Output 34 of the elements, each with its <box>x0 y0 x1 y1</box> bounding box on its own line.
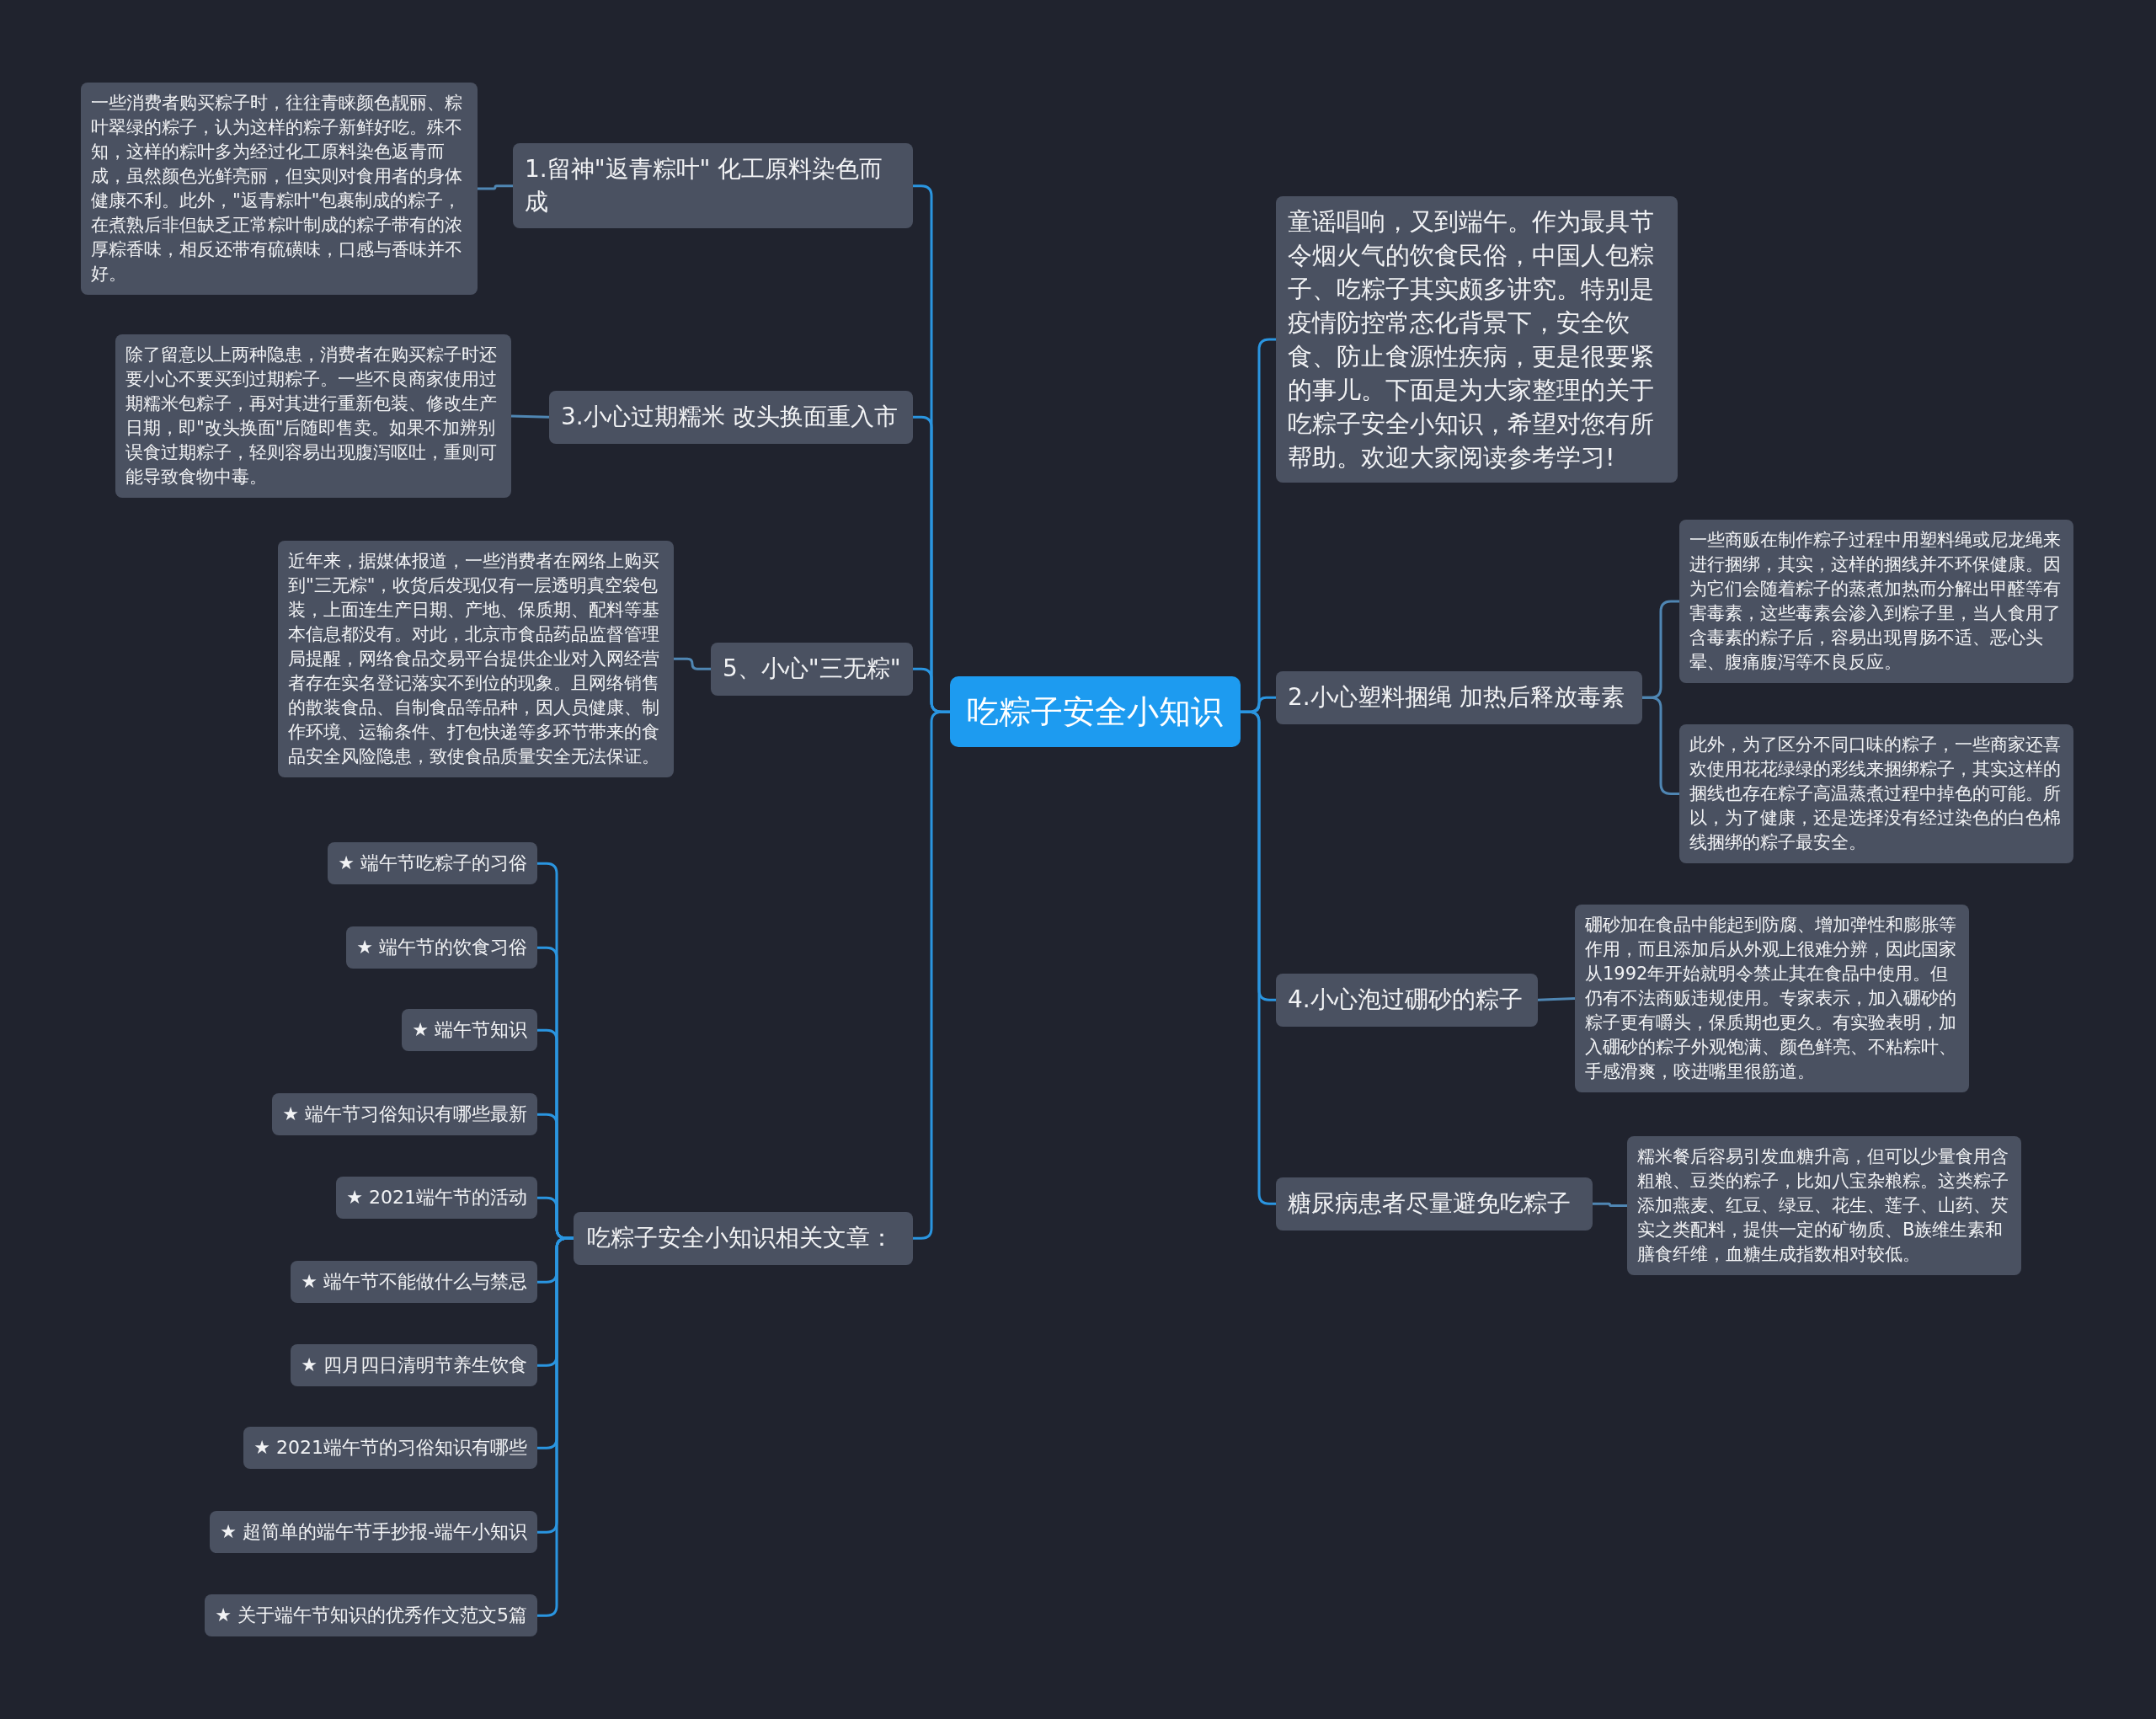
note-box: 近年来，据媒体报道，一些消费者在网络上购买到"三无粽"，收货后发现仅有一层透明真空袋包装，上面连生产日期、产地、保质期、配料等基本信息都没有。对此，北京市食品药品监督管理局提醒，网络食品交易平台提供企业对入网经营者存在实名登记落实不到位的现象。且网络销售的散装食品、自制食品等品种，因人员健康、制作环境、运输条件、打包快递等多环节带来的食品安全风险隐患，致使食品质量安全无法保证。 <box>278 541 674 777</box>
connector-line <box>1593 1202 1627 1207</box>
connector-line <box>510 414 550 419</box>
note-box: 糯米餐后容易引发血糖升高，但可以少量食用含粗粮、豆类的粽子，比如八宝杂粮粽。这类粽子添加燕麦、红豆、绿豆、花生、莲子、山药、芡实之类配料，提供一定的矿物质、B族维生素和膳食纤维，血糖生成指数相对较低。 <box>1627 1136 2021 1275</box>
connector-line <box>478 184 513 190</box>
article-link-box: ★ 端午节的饮食习俗 <box>346 926 537 969</box>
topic-box: 糖尿病患者尽量避免吃粽子 <box>1276 1177 1593 1231</box>
article-link-box: ★ 端午节习俗知识有哪些最新 <box>272 1093 537 1136</box>
connector-line <box>913 710 950 1240</box>
article-link-box: ★ 2021端午节的活动 <box>336 1177 537 1220</box>
note-box: 硼砂加在食品中能起到防腐、增加弹性和膨胀等作用，而且添加后从外观上很难分辨，因此国家从1992年开始就明令禁止其在食品中使用。但仍有不法商贩违规使用。专家表示，加入硼砂的粽子更有嚼头，保质期也更久。有实验表明，加入硼砂的粽子外观饱满、颜色鲜亮、不粘粽叶、手感滑爽，咬进嘴里很筋道。 <box>1575 905 1969 1092</box>
connector-line <box>537 1236 574 1617</box>
article-link-box: ★ 关于端午节知识的优秀作文范文5篇 <box>205 1594 537 1637</box>
connector-line <box>1642 696 1679 795</box>
article-link-box: ★ 2021端午节的习俗知识有哪些 <box>243 1427 537 1470</box>
article-link-box: ★ 端午节知识 <box>402 1009 537 1052</box>
note-box: 除了留意以上两种隐患，消费者在购买粽子时还要小心不要买到过期粽子。一些不良商家使用过期糯米包粽子，再对其进行重新包装、修改生产日期，即"改头换面"后随即售卖。如果不加辨别误食过期粽子，轻则容易出现腹泻呕吐，重则可能导致食物中毒。 <box>115 334 511 498</box>
article-link-box: ★ 超简单的端午节手抄报-端午小知识 <box>210 1511 537 1554</box>
article-link-box: ★ 端午节吃粽子的习俗 <box>328 842 537 885</box>
topic-box: 5、小心"三无粽" <box>711 643 913 696</box>
topic-box: 1.留神"返青粽叶" 化工原料染色而成 <box>513 143 913 229</box>
topic-box: 2.小心塑料捆绳 加热后释放毒素 <box>1276 671 1642 724</box>
note-box: 一些消费者购买粽子时，往往青睐颜色靓丽、粽叶翠绿的粽子，认为这样的粽子新鲜好吃。殊不知，这样的粽叶多为经过化工原料染色返青而成，虽然颜色光鲜亮丽，但实则对食用者的身体健康不利。此外，"返青粽叶"包裹制成的粽子，在煮熟后非但缺乏正常粽叶制成的粽子带有的浓厚粽香味，相反还带有硫磺味，口感与香味并不好。 <box>81 83 478 295</box>
connector-line <box>674 657 711 670</box>
topic-box: 吃粽子安全小知识相关文章： <box>574 1212 913 1265</box>
topic-box: 3.小心过期糯米 改头换面重入市 <box>549 391 913 444</box>
note-box: 此外，为了区分不同口味的粽子，一些商家还喜欢使用花花绿绿的彩线来捆绑粽子，其实这样的捆线也存在粽子高温蒸煮过程中掉色的可能。所以，为了健康，还是选择没有经过染色的白色棉线捆绑的粽子最安全。 <box>1679 724 2073 863</box>
central-topic-box: 吃粽子安全小知识 <box>950 676 1241 748</box>
topic-box: 4.小心泡过硼砂的粽子 <box>1276 974 1538 1027</box>
connector-line <box>1537 996 1576 1001</box>
note-box: 童谣唱响，又到端午。作为最具节令烟火气的饮食民俗，中国人包粽子、吃粽子其实颇多讲究。特别是疫情防控常态化背景下，安全饮食、防止食源性疾病，更是很要紧的事儿。下面是为大家整理的关于吃粽子安全小知识，希望对您有所帮助。欢迎大家阅读参考学习! <box>1276 196 1678 483</box>
article-link-box: ★ 四月四日清明节养生饮食 <box>291 1344 537 1387</box>
note-box: 一些商贩在制作粽子过程中用塑料绳或尼龙绳来进行捆绑，其实，这样的捆线并不环保健康。因为它们会随着粽子的蒸煮加热而分解出甲醛等有害毒素，这些毒素会渗入到粽子里，当人食用了含毒素的粽子后，容易出现胃肠不适、恶心头晕、腹痛腹泻等不良反应。 <box>1679 520 2073 683</box>
article-link-box: ★ 端午节不能做什么与禁忌 <box>291 1261 537 1304</box>
